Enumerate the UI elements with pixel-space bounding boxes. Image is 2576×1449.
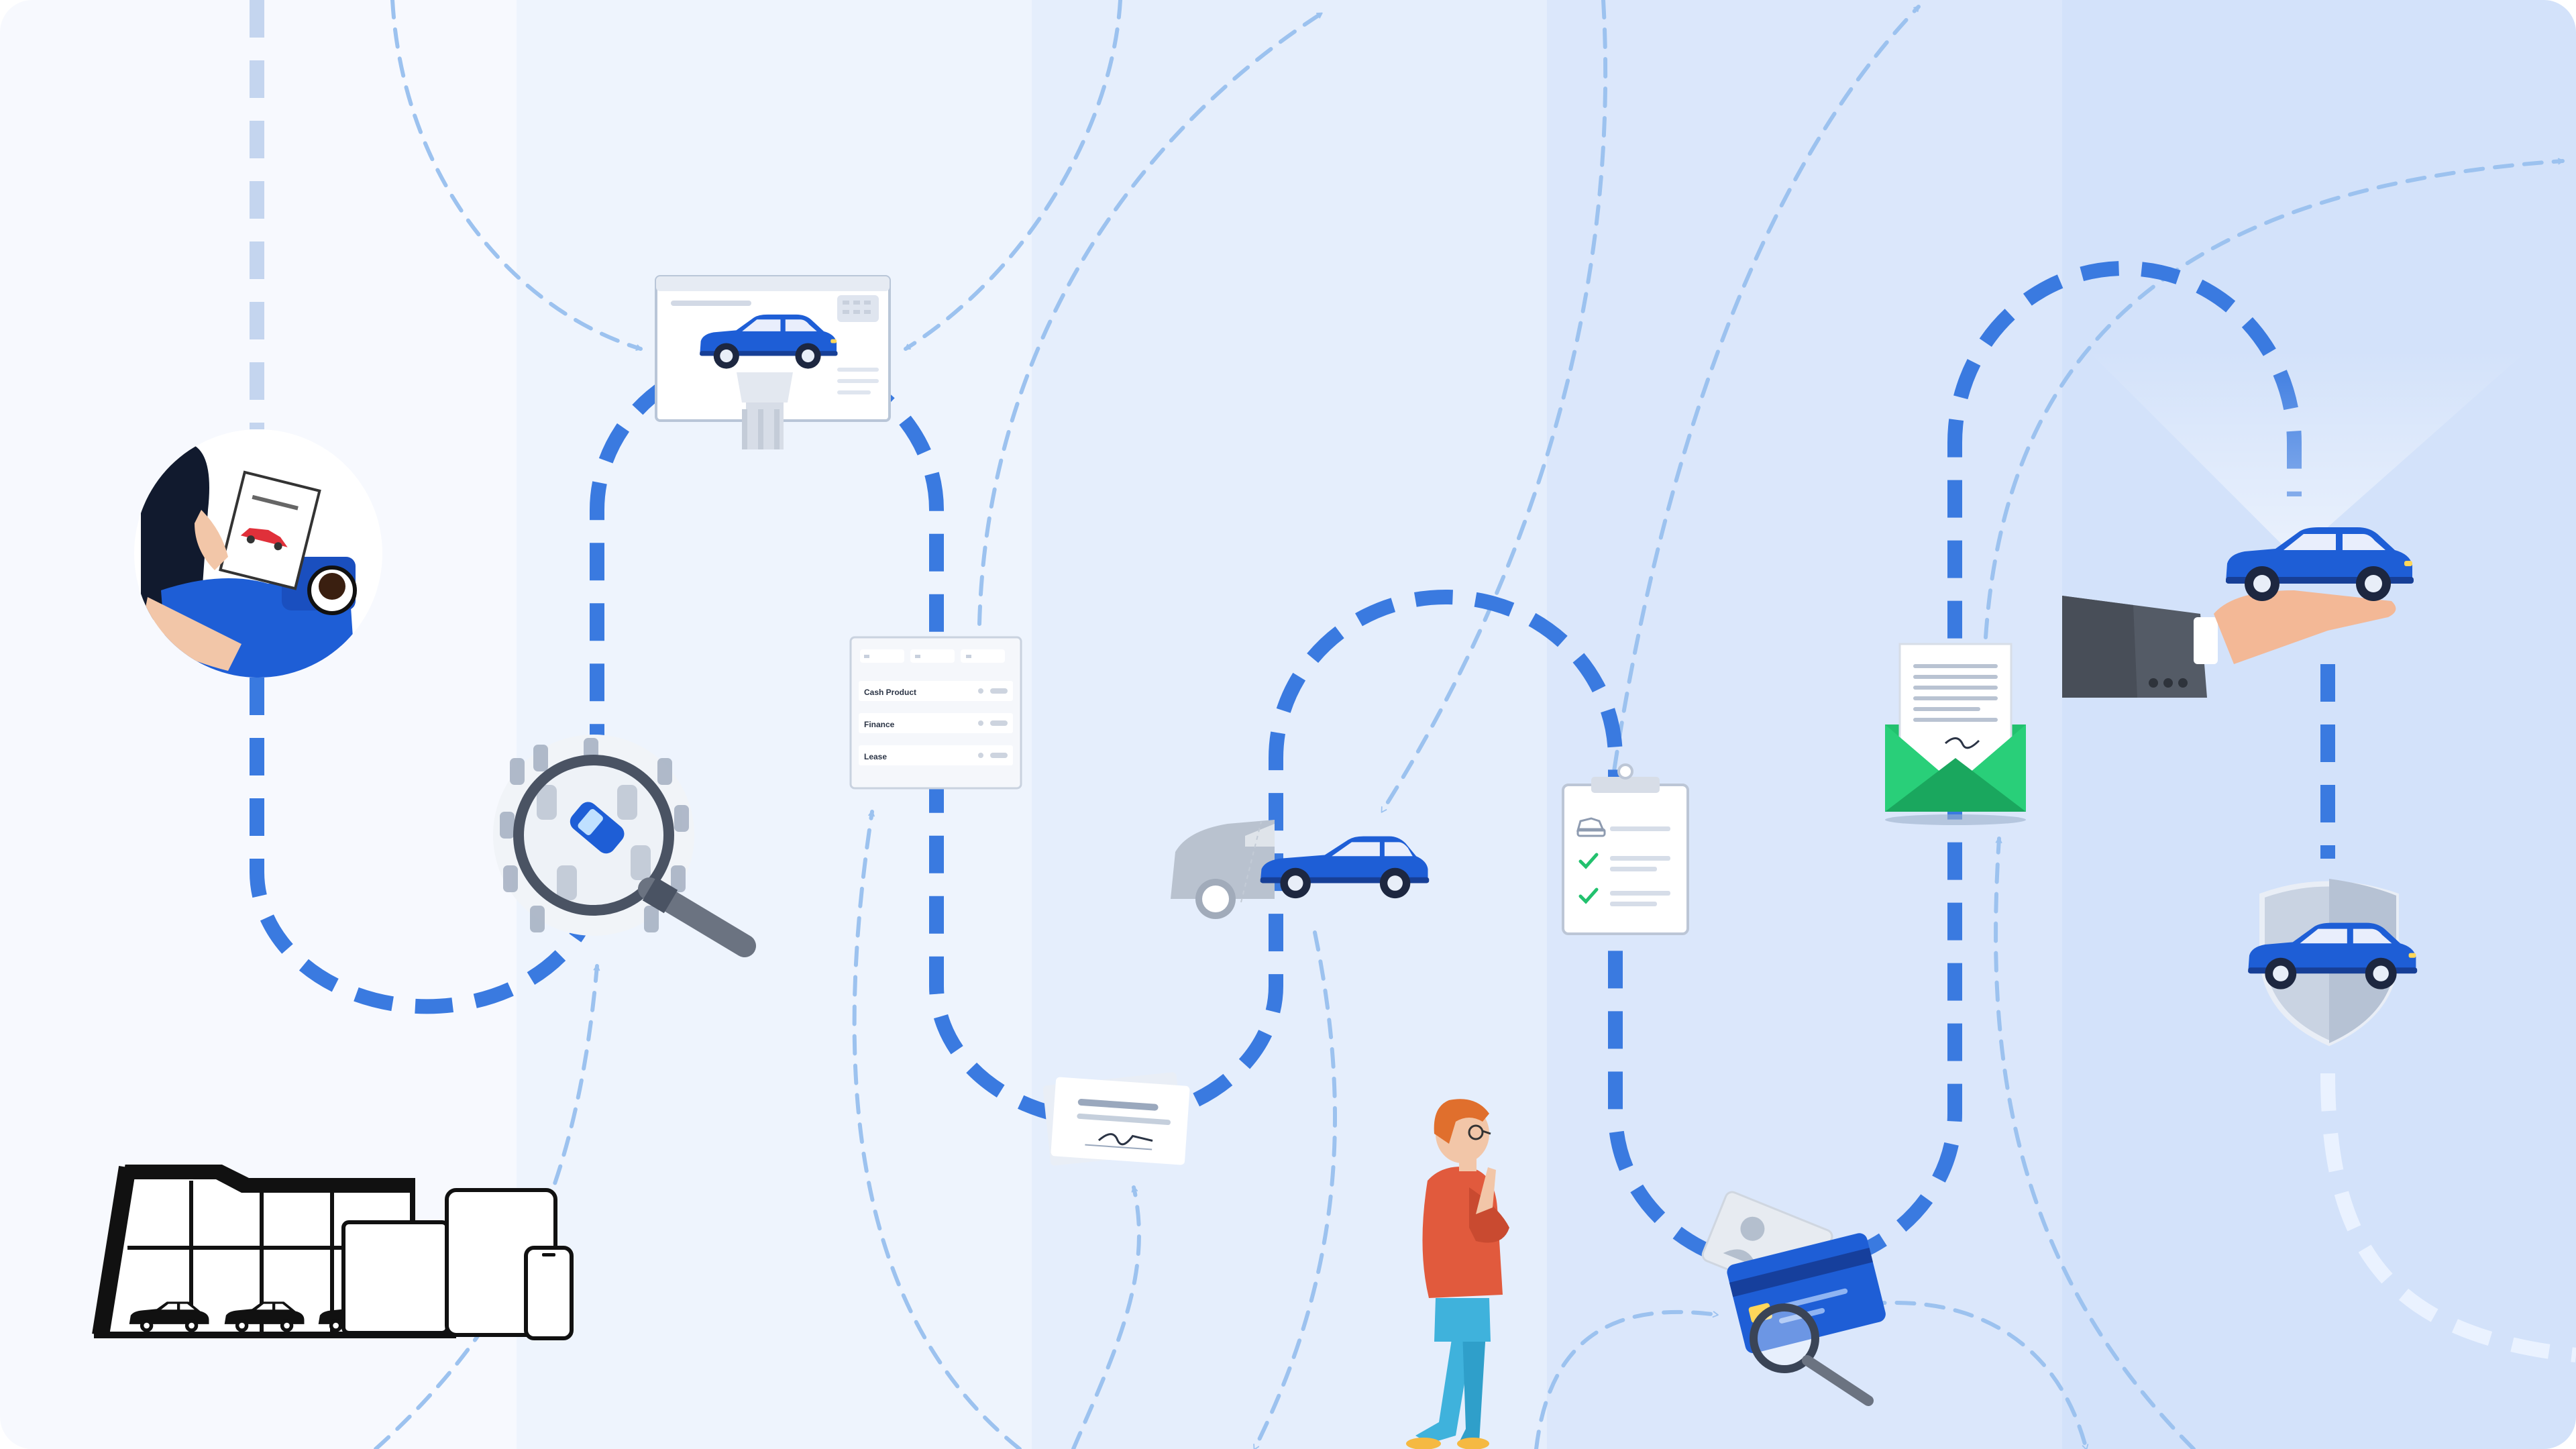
car-on-web-listing-icon: [655, 275, 891, 449]
flow-arrow-13: [1984, 158, 2565, 639]
car-trade-in-icon: [1171, 820, 1430, 919]
thinking-person-icon: [1406, 1099, 1509, 1449]
signed-document-icon: [1042, 1072, 1190, 1166]
dealership-and-devices-icon: [92, 1165, 574, 1340]
flow-arrow-3: [904, 0, 1122, 351]
car-insurance-shield-icon: [2248, 879, 2418, 1046]
flow-arrow-11: [1836, 1300, 2089, 1449]
flow-arrow-12: [1994, 837, 2196, 1449]
flow-arrow-10: [1534, 1309, 1719, 1449]
journey-path-exit: [2320, 1073, 2576, 1362]
person-reading-brochure-icon: [134, 429, 382, 678]
flow-arrow-7: [1252, 930, 1337, 1449]
flow-arrow-1: [390, 0, 643, 351]
background-band-5: [2062, 0, 2576, 1449]
flow-arrow-5: [977, 11, 1324, 626]
flow-arrow-6: [1071, 1185, 1141, 1449]
flow-arrow-9: [1608, 5, 1921, 800]
id-and-credit-card-check-icon: [1701, 1191, 1886, 1406]
finance-row-finance: Finance: [864, 720, 895, 729]
finance-options-card-icon: Cash Product Finance Lease: [849, 636, 1022, 790]
flow-arrow-8: [1380, 0, 1608, 814]
journey-path: [250, 0, 2576, 1362]
magnifier-over-car-lot-icon: [493, 735, 756, 957]
finance-row-lease: Lease: [864, 752, 887, 761]
flow-arrow-4: [852, 810, 1022, 1449]
checklist-clipboard-icon: [1562, 763, 1689, 935]
contract-envelope-icon: [1885, 643, 2026, 825]
car-handover-hand-icon: [2062, 349, 2529, 698]
finance-row-cash: Cash Product: [864, 688, 916, 697]
